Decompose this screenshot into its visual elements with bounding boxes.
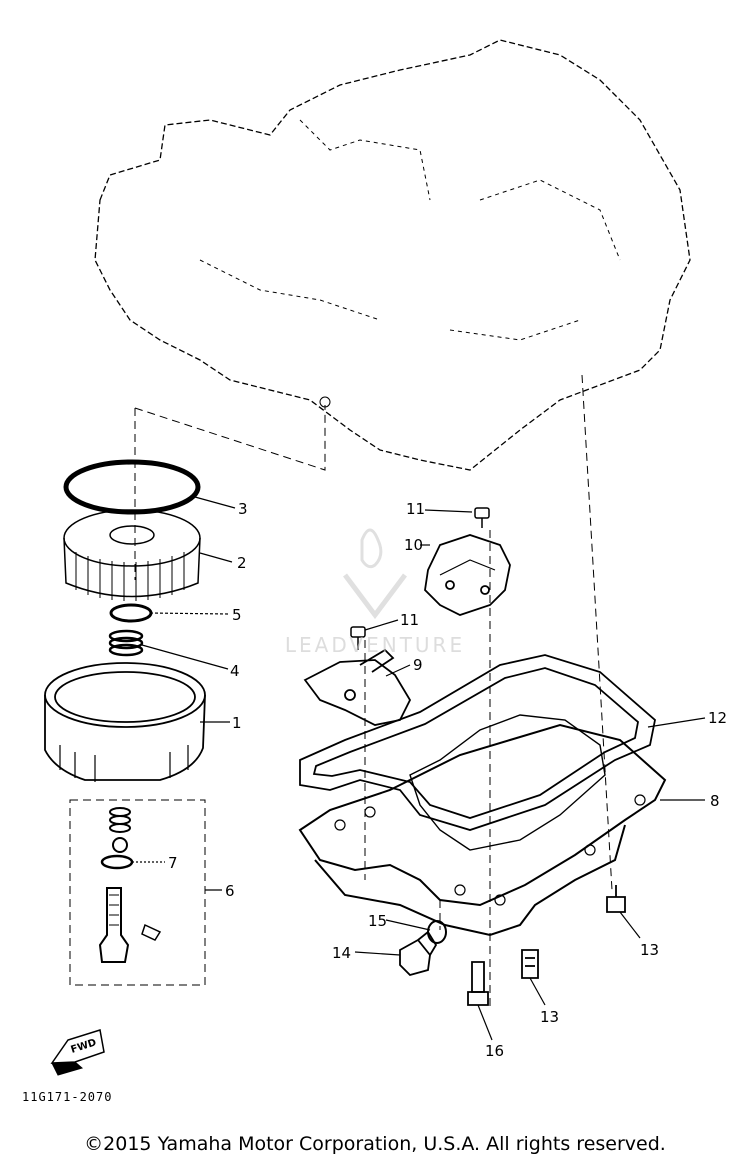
part-12-gasket — [299, 654, 656, 831]
part-4-spring — [108, 629, 144, 657]
callout-15: 15 — [368, 912, 387, 930]
callout-3: 3 — [238, 500, 248, 518]
part-10-baffle — [424, 534, 511, 616]
callout-10: 10 — [404, 536, 423, 554]
callout-11-upper: 11 — [406, 500, 425, 518]
part-16-bolt — [467, 961, 489, 1006]
callout-14: 14 — [332, 944, 351, 962]
watermark-logo: LEADVENTURE — [285, 528, 465, 657]
part-7-o-ring — [100, 854, 134, 870]
callout-8: 8 — [710, 792, 720, 810]
part-1-filter-cover — [44, 662, 206, 782]
part-2-oil-filter-element — [63, 509, 201, 601]
alignment-lines — [134, 374, 613, 1010]
callout-5: 5 — [232, 606, 242, 624]
part-3-o-ring — [63, 459, 201, 515]
callout-12: 12 — [708, 709, 727, 727]
part-11-bolts — [350, 507, 490, 650]
diagram-code: 11G171-2070 — [22, 1090, 112, 1104]
part-15-washer — [427, 920, 447, 944]
callout-4: 4 — [230, 662, 240, 680]
callout-1: 1 — [232, 714, 242, 732]
engine-inner-detail — [199, 119, 621, 341]
part-9-strainer — [303, 648, 412, 726]
part-14-drain-plug — [399, 930, 438, 977]
callout-11-lower: 11 — [400, 611, 419, 629]
callout-13-right: 13 — [640, 941, 659, 959]
callout-6: 6 — [225, 882, 235, 900]
fwd-arrow-icon: FWD — [50, 1029, 105, 1076]
leader-lines — [132, 496, 706, 1041]
part-5-washer — [109, 603, 153, 623]
callout-9: 9 — [413, 656, 423, 674]
callout-13-lower: 13 — [540, 1008, 559, 1026]
copyright-notice: ©2015 Yamaha Motor Corporation, U.S.A. A… — [84, 1133, 666, 1155]
callout-2: 2 — [237, 554, 247, 572]
watermark-text: LEADVENTURE — [285, 633, 465, 657]
part-8-oil-pan — [298, 714, 667, 937]
callout-16: 16 — [485, 1042, 504, 1060]
part-13-bolts — [521, 885, 626, 979]
callout-7: 7 — [168, 854, 178, 872]
engine-crankcase-outline — [94, 39, 691, 471]
part-6-relief-valve-parts — [98, 807, 162, 963]
part-6-group-box — [69, 799, 206, 986]
